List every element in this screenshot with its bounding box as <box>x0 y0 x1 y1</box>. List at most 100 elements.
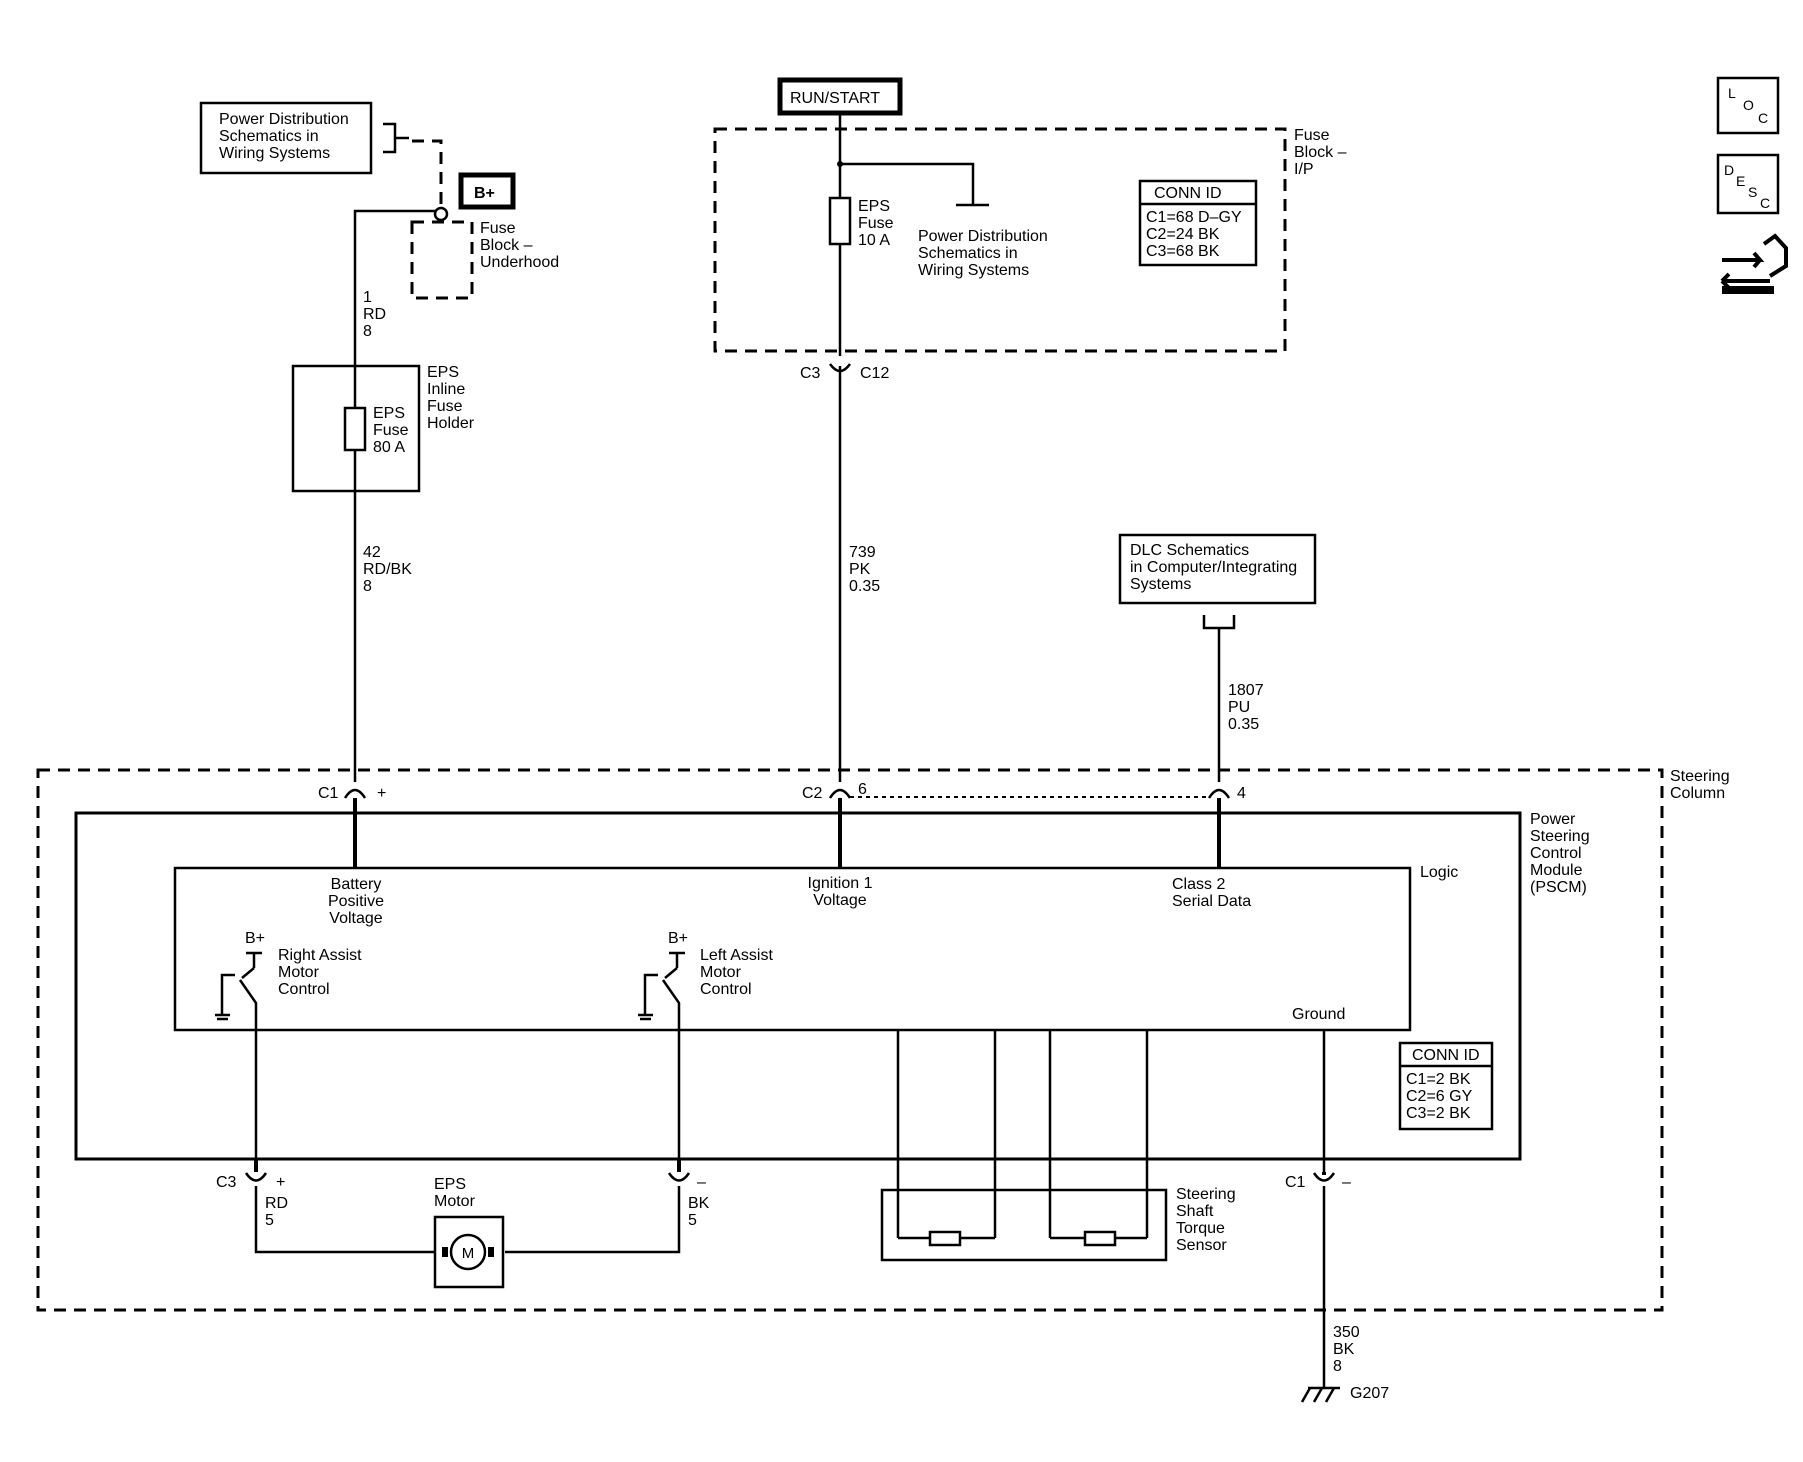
left-assist-output <box>661 979 681 1164</box>
eps-fuse-10-l2: Fuse <box>858 215 894 232</box>
battery-feed-wire <box>353 209 436 782</box>
ip-pwr-dist-branch <box>840 162 989 207</box>
wire1807-circuit: 1807 <box>1228 682 1264 699</box>
eps-fuse-80a <box>343 406 367 452</box>
underhood-fuse-terminal <box>433 206 449 222</box>
bplus-box <box>458 172 516 210</box>
connector-outline-icon <box>1762 233 1788 278</box>
eps-inline-l2: Inline <box>427 381 465 398</box>
logic-label: Logic <box>1420 864 1458 881</box>
pwr-dist-dashed-link <box>412 139 443 210</box>
class2-l2: Serial Data <box>1172 893 1251 910</box>
right-switch-upper-contact <box>241 967 255 979</box>
wire739-color: PK <box>849 561 871 578</box>
pscm-module[interactable] <box>74 811 1522 1161</box>
wire1807-gauge: 0.35 <box>1228 716 1259 733</box>
right-bplus-stub <box>246 951 262 968</box>
description-button[interactable]: D E S C <box>1716 153 1780 215</box>
motor-brush-right <box>488 1247 494 1257</box>
c3-minus-connector <box>667 1172 691 1182</box>
pwr-dist-line3: Wiring Systems <box>219 145 330 162</box>
eps-fuse-80-l3: 80 A <box>373 439 405 456</box>
conn-id-ip-box <box>1138 179 1258 267</box>
torque-sensor-l4: Sensor <box>1176 1237 1227 1254</box>
pscm-l3: Control <box>1530 845 1582 862</box>
wire1-color: RD <box>363 306 386 323</box>
desc-c: C <box>1760 195 1770 211</box>
pin4-label: 4 <box>1237 785 1246 802</box>
wire-bk5-color: BK <box>688 1195 710 1212</box>
c3-bottom-label: C3 <box>216 1174 237 1191</box>
class2-wire <box>1202 615 1236 782</box>
c1-top-connector <box>343 788 367 799</box>
left-bplus-label: B+ <box>668 930 688 947</box>
dlc-l1: DLC Schematics <box>1130 542 1249 559</box>
location-button[interactable]: L O C <box>1716 76 1780 135</box>
bplus-label: B+ <box>474 185 495 202</box>
eps-inline-l1: EPS <box>427 364 459 381</box>
c1-pin-label: C1 <box>318 785 339 802</box>
fuse-block-ip-l3: I/P <box>1294 161 1314 178</box>
conn-id-ip-row1: C1=68 D–GY <box>1146 209 1242 226</box>
torque-sensor-l1: Steering <box>1176 1186 1236 1203</box>
conn-id-pscm-row1: C1=2 BK <box>1406 1071 1471 1088</box>
connector-end-view-button[interactable] <box>1720 233 1788 294</box>
pscm-l5: (PSCM) <box>1530 879 1587 896</box>
pscm-l2: Steering <box>1530 828 1590 845</box>
left-switch-upper-contact <box>664 967 678 979</box>
steering-column-boundary <box>36 768 1664 1312</box>
torque-sensor-leads <box>896 1030 1149 1238</box>
c1-plus-label: + <box>377 785 386 802</box>
loc-o: O <box>1743 97 1754 113</box>
loc-c: C <box>1758 110 1768 126</box>
pscm-l4: Module <box>1530 862 1583 879</box>
c2-pin-label: C2 <box>802 785 823 802</box>
torque-sensor-element-2 <box>1083 1230 1117 1247</box>
fuse-block-ip-l1: Fuse <box>1294 127 1330 144</box>
run-start-label: RUN/START <box>790 90 880 107</box>
conn-id-pscm-row2: C2=6 GY <box>1406 1088 1473 1105</box>
eps-inline-l3: Fuse <box>427 398 463 415</box>
wire1-gauge: 8 <box>363 323 372 340</box>
power-distribution-box[interactable] <box>199 101 373 175</box>
c3-bottom-connector <box>244 1172 268 1182</box>
class2-l1: Class 2 <box>1172 876 1225 893</box>
right-assist-l1: Right Assist <box>278 947 362 964</box>
c1-bottom-connector <box>1312 1172 1336 1182</box>
dlc-l2: in Computer/Integrating <box>1130 559 1297 576</box>
description-icon <box>1716 153 1780 215</box>
pwr-dist-connector <box>383 122 409 154</box>
motor-m-label: M <box>462 1245 475 1262</box>
c2-top-connector <box>828 788 852 799</box>
loc-l: L <box>1728 85 1736 101</box>
c3-label: C3 <box>800 365 821 382</box>
location-icon <box>1716 76 1780 135</box>
c3-plus-label: + <box>276 1174 285 1191</box>
motor-wires <box>254 1186 681 1254</box>
wire42-color: RD/BK <box>363 561 412 578</box>
wire739-circuit: 739 <box>849 544 876 561</box>
conn-id-ip-row2: C2=24 BK <box>1146 226 1220 243</box>
ignition-l1: Ignition 1 <box>808 875 873 892</box>
arrow-right-icon <box>1722 251 1765 269</box>
wire-bk5-gauge: 5 <box>688 1212 697 1229</box>
eps-fuse-10a <box>828 196 852 246</box>
conn-id-ip-row3: C3=68 BK <box>1146 243 1220 260</box>
connector-bar-icon <box>1722 286 1774 294</box>
wire350-circuit: 350 <box>1333 1324 1360 1341</box>
conn-id-pscm-row3: C3=2 BK <box>1406 1105 1471 1122</box>
desc-s: S <box>1748 184 1757 200</box>
left-assist-l1: Left Assist <box>700 947 773 964</box>
torque-sensor-l2: Shaft <box>1176 1203 1214 1220</box>
eps-motor-l1: EPS <box>434 1176 466 1193</box>
pwr-dist-line1: Power Distribution <box>219 111 349 128</box>
left-bplus-stub <box>669 951 685 968</box>
left-assist-l2: Motor <box>700 964 742 981</box>
steering-column-l1: Steering <box>1670 768 1730 785</box>
conn-id-ip-title: CONN ID <box>1154 185 1222 202</box>
pwr-dist-line2: Schematics in <box>219 128 319 145</box>
ground-label: Ground <box>1292 1006 1345 1023</box>
dlc-box[interactable] <box>1118 533 1317 605</box>
